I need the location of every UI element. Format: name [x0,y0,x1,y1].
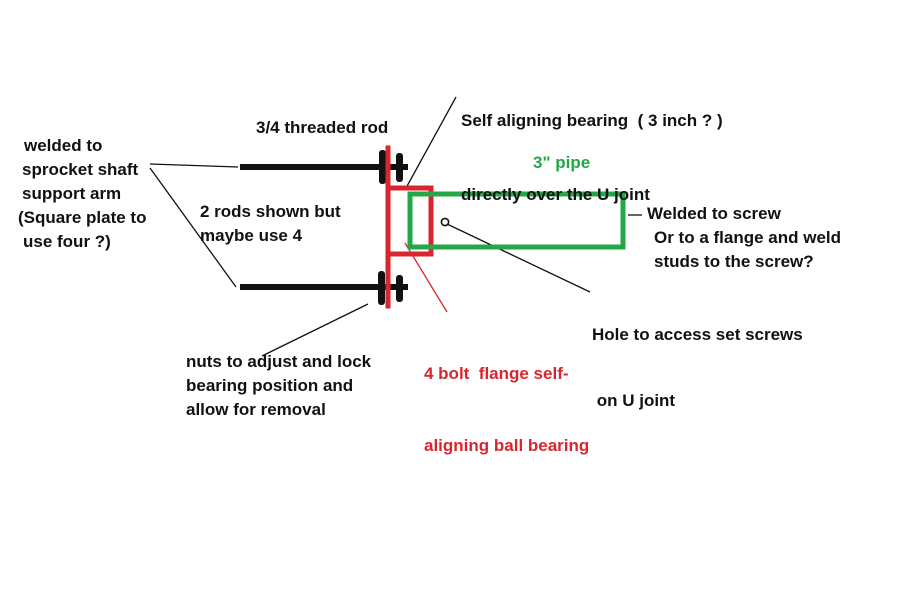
label-flange-note: 4 bolt flange self- aligning ball bearin… [424,314,589,482]
label-threaded-rod: 3/4 threaded rod [256,118,389,137]
label-line: Hole to access set screws [592,325,803,344]
lower-left-nut [378,271,385,305]
label-line: allow for removal [186,400,326,419]
upper-right-nut [396,153,403,182]
access-hole [440,217,450,227]
label-line: sprocket shaft [22,160,139,179]
pipe-rectangle [407,191,626,250]
label-line: Self aligning bearing ( 3 inch ? ) [461,111,723,130]
label-line: use four ?) [23,232,111,251]
label-line: maybe use 4 [200,226,303,245]
label-line: 4 bolt flange self- [424,364,569,383]
label-bearing-note: Self aligning bearing ( 3 inch ? ) direc… [461,61,723,231]
leader-welded-to-upper-rod [149,163,239,168]
leader-bearing [405,96,457,189]
label-line: Welded to screw [647,204,781,223]
label-nuts-note: nuts to adjust and lock bearing position… [186,350,371,422]
label-hole-note: Hole to access set screws on U joint [592,280,803,434]
label-pipe: 3" pipe [533,153,591,172]
upper-threaded-rod [240,164,408,170]
label-line: directly over the U joint [461,185,650,204]
label-line: (Square plate to [18,208,147,227]
label-line: bearing position and [186,376,354,395]
flange-bearing [385,145,434,309]
leader-hole [446,223,591,293]
lower-threaded-rod [240,284,408,290]
label-line: studs to the screw? [654,252,814,271]
label-rods-note: 2 rods shown but maybe use 4 [200,200,341,248]
label-welded-to-screw: Welded to screw Or to a flange and weld … [647,202,841,274]
leader-lines [149,96,642,357]
label-line: on U joint [592,391,676,410]
label-welded-to-arm: welded to sprocket shaft support arm (Sq… [18,134,146,254]
label-line: 2 rods shown but [200,202,341,221]
label-line: nuts to adjust and lock [186,352,372,371]
lower-right-nut [396,275,403,302]
leader-welded-to-lower-rod [149,167,237,288]
label-line: support arm [22,184,122,203]
label-line: welded to [24,136,103,155]
label-line: Or to a flange and weld [654,228,842,247]
upper-left-nut [379,150,386,184]
leader-nuts [261,303,369,357]
label-line: aligning ball bearing [424,436,590,455]
